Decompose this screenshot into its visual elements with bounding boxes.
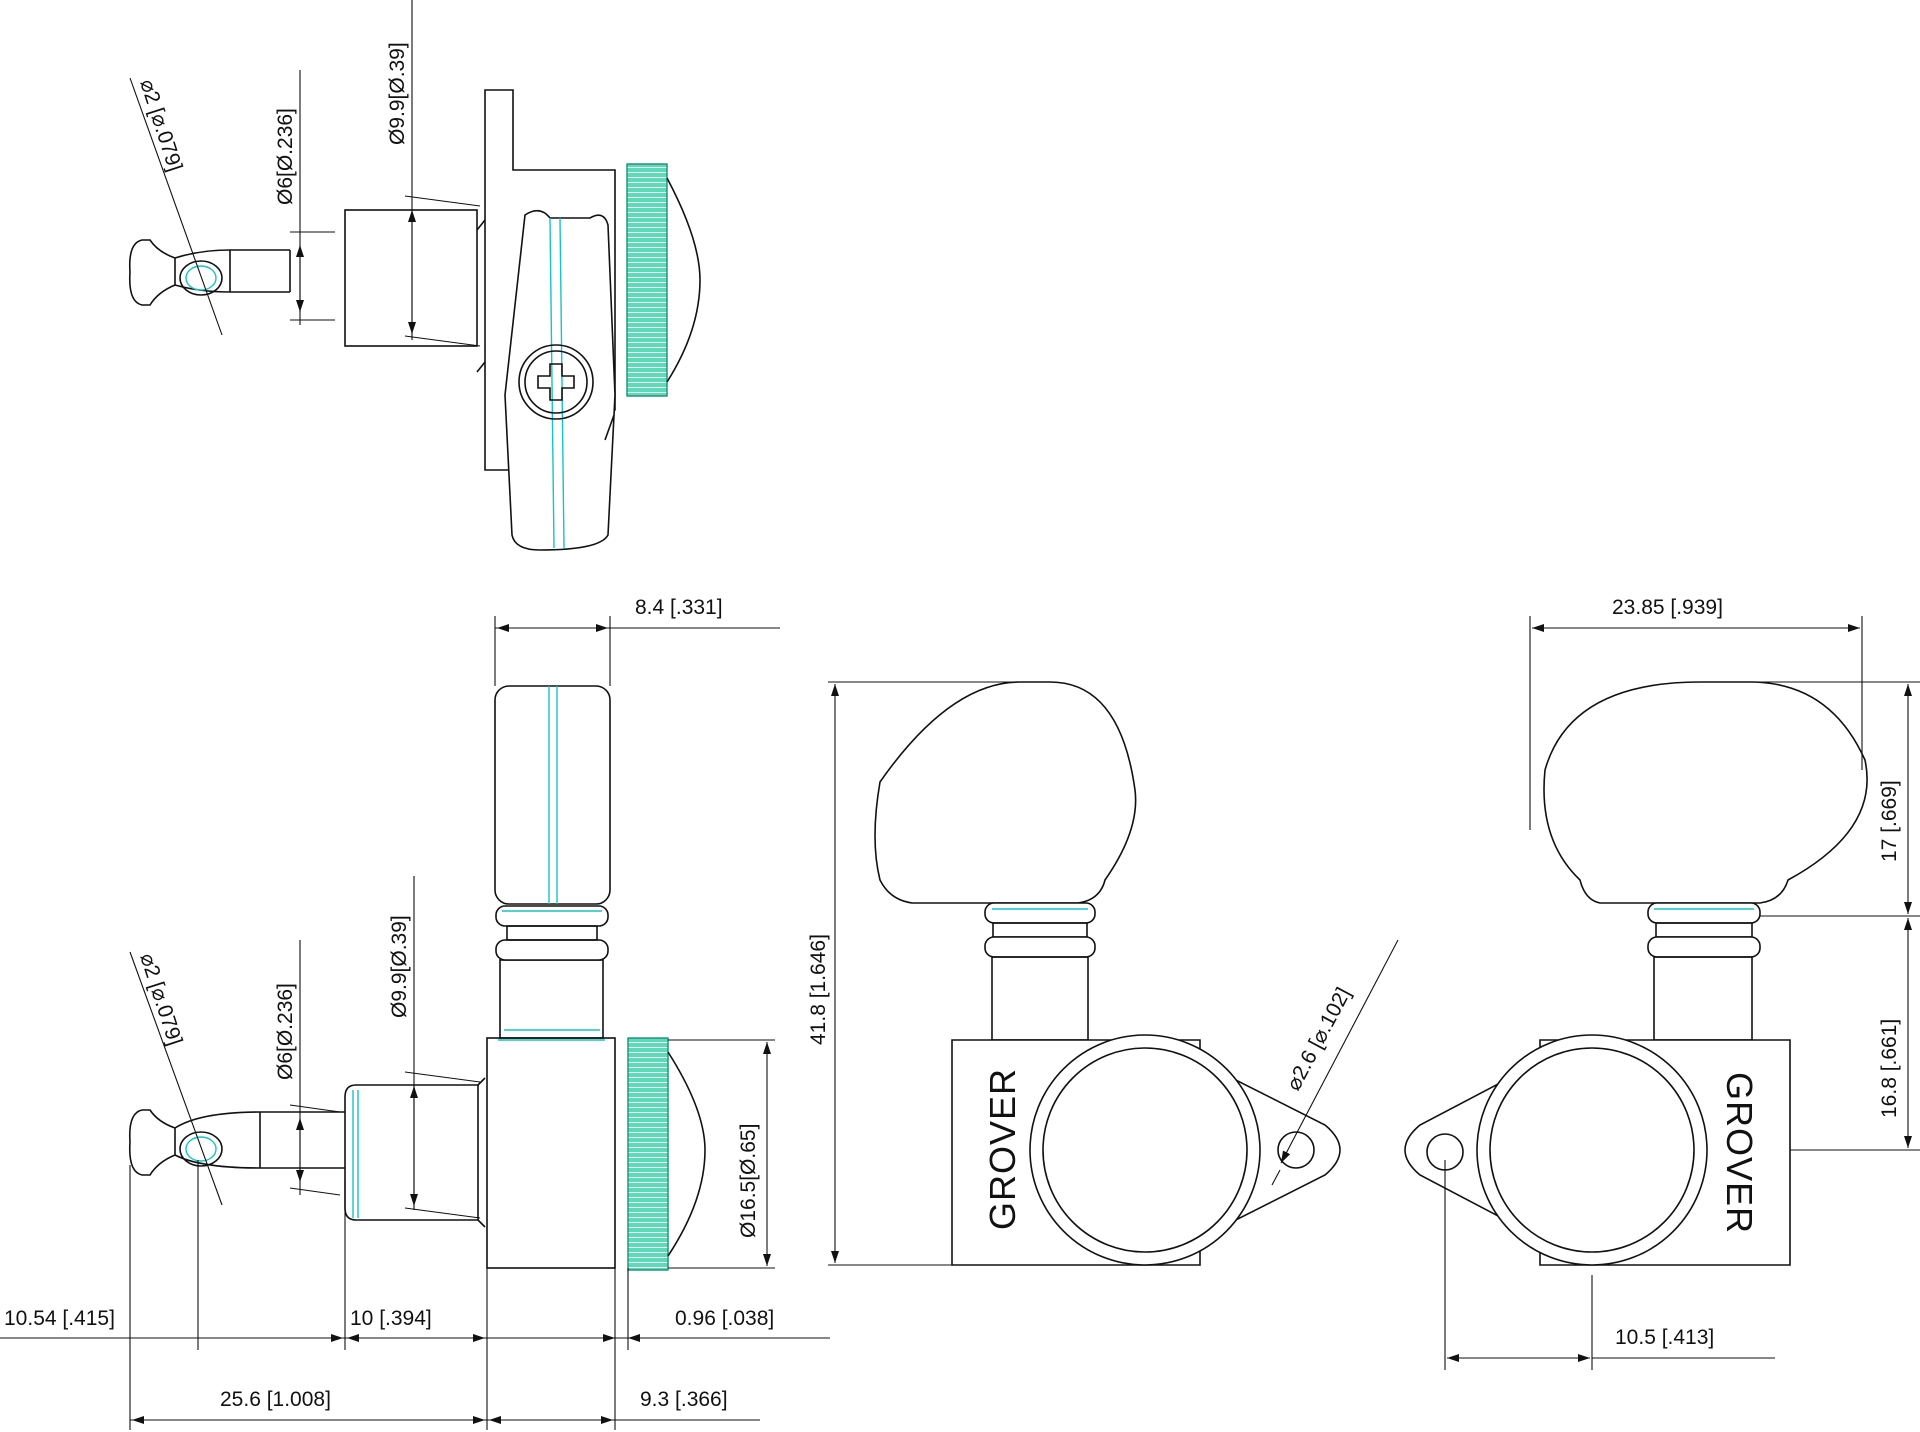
gear-ring [1029,1034,1261,1266]
top-post-hole-label: ⌀2 [⌀.079] [135,76,186,174]
post-hole-icon [179,260,223,296]
post-hole-icon [179,1131,223,1167]
front-brand-text: GROVER [982,1068,1023,1230]
side-post-dia-label: Ø6[Ø.236] [274,983,297,1080]
knurl-wheel [627,1037,669,1271]
front-height-label: 41.8 [1.646] [807,934,830,1045]
back-brand-text: GROVER [1719,1072,1760,1234]
side-knurl-dia-label: Ø16.5[Ø.65] [737,1124,760,1238]
top-bushing-dia-label: Ø9.9[Ø.39] [386,42,409,145]
back-button-width-label: 23.85 [.939] [1612,596,1723,619]
side-overall-len-label: 25.6 [1.008] [220,1388,331,1411]
side-washer-label: 0.96 [.038] [675,1307,774,1330]
back-hole-offset-label: 10.5 [.413] [1615,1326,1714,1349]
side-knurl-len-label: 9.3 [.366] [640,1388,728,1411]
back-button-height-label: 17 [.669] [1878,780,1901,862]
front-view: GROVER 41.8 [1.646] ⌀2.6 [⌀.102] [807,681,1399,1266]
top-view: ⌀2 [⌀.079] Ø6[Ø.236] Ø9.9[Ø.39] [128,0,701,551]
mount-hole-icon [1277,1131,1315,1169]
back-view: GROVER 23.85 [.939] 17 [.669] 16.8 [.661… [1404,596,1920,1370]
front-mount-hole-label: ⌀2.6 [⌀.102] [1282,984,1355,1094]
side-button-width-label: 8.4 [.331] [635,596,723,619]
top-post-dia-label: Ø6[Ø.236] [274,108,297,205]
side-post-tip-label: 10.54 [.415] [4,1307,115,1330]
screw-icon [518,344,594,420]
gear-ring [1476,1034,1708,1266]
side-post-hole-label: ⌀2 [⌀.079] [135,950,186,1048]
side-bushing-len-label: 10 [.394] [350,1307,432,1330]
knurl-wheel [626,163,668,397]
side-bushing-dia-label: Ø9.9[Ø.39] [388,915,411,1018]
side-view: ⌀2 [⌀.079] Ø6[Ø.236] Ø9.9[Ø.39] 8.4 [.33… [0,596,830,1430]
back-shaft-height-label: 16.8 [.661] [1878,1019,1901,1118]
